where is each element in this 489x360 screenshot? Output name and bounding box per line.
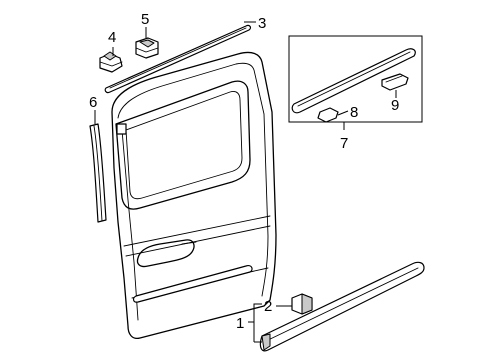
part-4-clip — [99, 51, 123, 73]
door-window — [115, 80, 251, 210]
callout-1: 1 — [236, 315, 244, 332]
callout-4: 4 — [108, 29, 116, 46]
callout-8: 8 — [350, 104, 358, 121]
part-8-clip — [317, 107, 339, 123]
callout-2: 2 — [264, 298, 272, 315]
part-6-seal-strip — [89, 123, 107, 223]
part-3-upper-garnish — [104, 24, 252, 94]
part-7-inset-box — [288, 35, 423, 123]
part-5-clip — [135, 37, 159, 59]
callout-9: 9 — [391, 97, 399, 114]
door-handle — [136, 239, 197, 268]
callout-labels: 1 2 3 4 5 6 7 8 9 — [89, 11, 399, 332]
part-9-clip — [381, 73, 409, 91]
callout-7: 7 — [340, 135, 348, 152]
part-2-clip — [291, 293, 313, 315]
callout-3: 3 — [258, 15, 266, 32]
door-side-molding — [132, 265, 253, 303]
callout-6: 6 — [89, 94, 97, 111]
leader-lines — [94, 21, 397, 343]
callout-5: 5 — [141, 11, 149, 28]
part-1-rocker-molding — [259, 261, 425, 352]
